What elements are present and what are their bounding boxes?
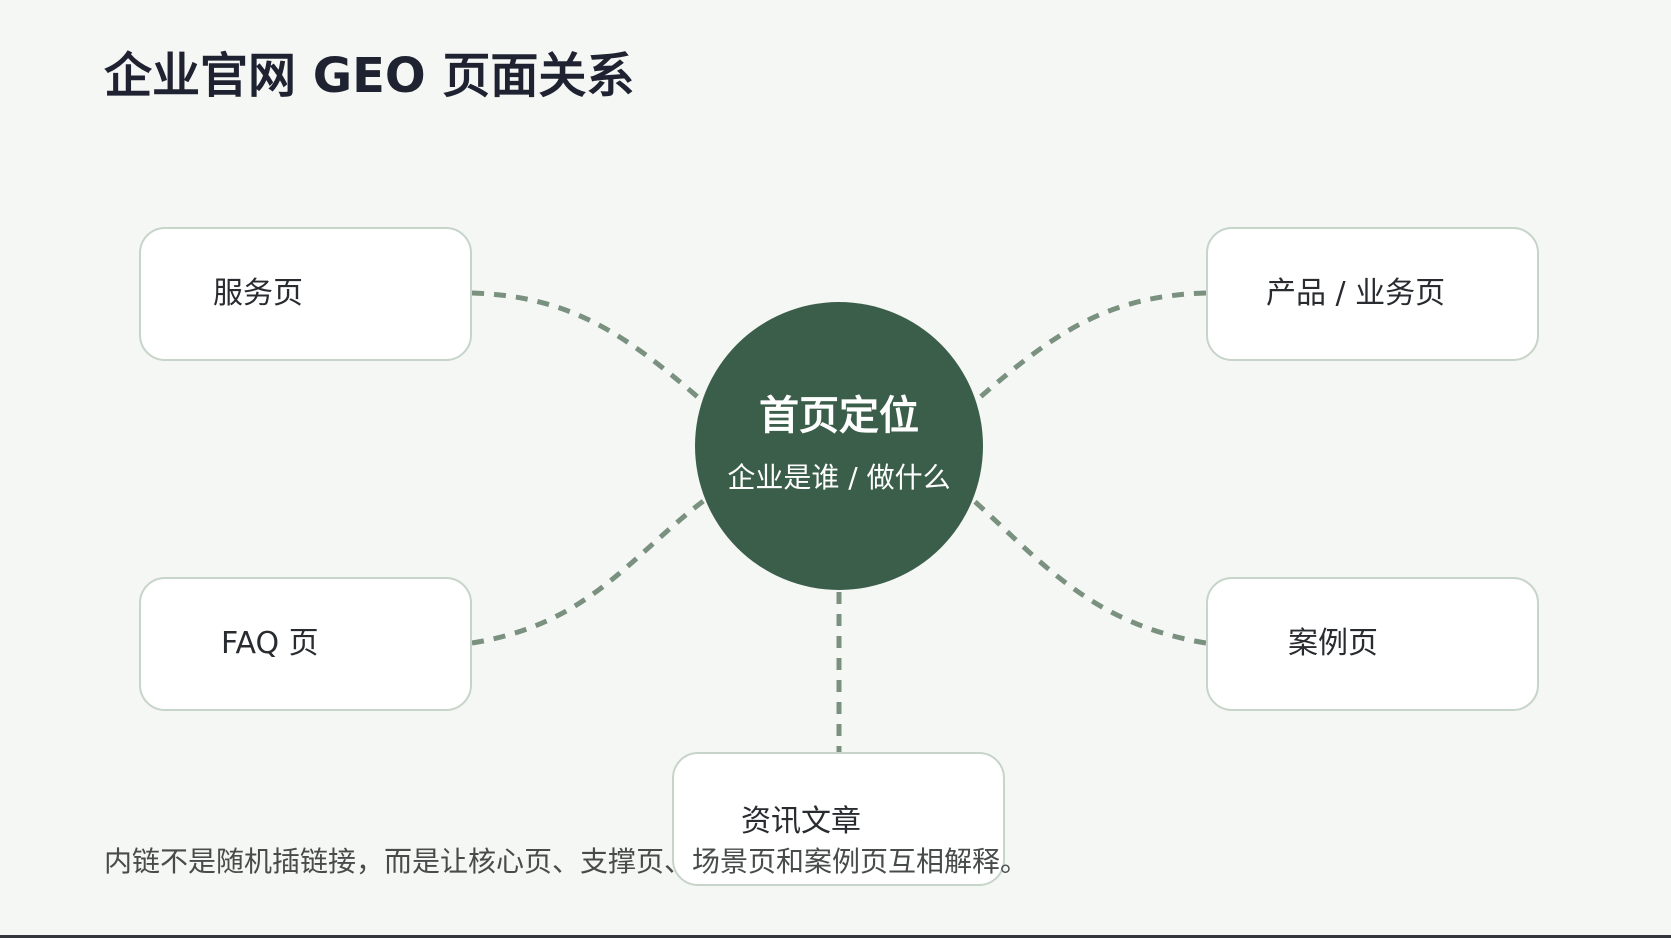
footer-note: 内链不是随机插链接，而是让核心页、支撑页、场景页和案例页互相解释。 — [104, 845, 1029, 878]
center-node[interactable]: 首页定位 企业是谁 / 做什么 — [695, 302, 983, 590]
connector-faq — [471, 497, 708, 646]
node-faq[interactable]: FAQ 页 — [139, 577, 472, 711]
node-services[interactable]: 服务页 — [139, 227, 472, 361]
connector-services — [471, 290, 702, 401]
page-title: 企业官网 GEO 页面关系 — [104, 48, 635, 104]
node-products[interactable]: 产品 / 业务页 — [1206, 227, 1539, 361]
node-services-label: 服务页 — [213, 276, 303, 311]
node-articles[interactable]: 资讯文章 — [672, 752, 1005, 886]
node-articles-label: 资讯文章 — [741, 804, 861, 839]
center-node-subtitle: 企业是谁 / 做什么 — [727, 461, 951, 494]
center-node-title: 首页定位 — [759, 393, 919, 439]
connector-products — [976, 290, 1207, 401]
node-faq-label: FAQ 页 — [221, 626, 319, 661]
bottom-divider — [0, 935, 1671, 938]
connector-cases — [970, 497, 1207, 646]
node-cases-label: 案例页 — [1288, 626, 1378, 661]
node-cases[interactable]: 案例页 — [1206, 577, 1539, 711]
node-products-label: 产品 / 业务页 — [1266, 276, 1446, 311]
